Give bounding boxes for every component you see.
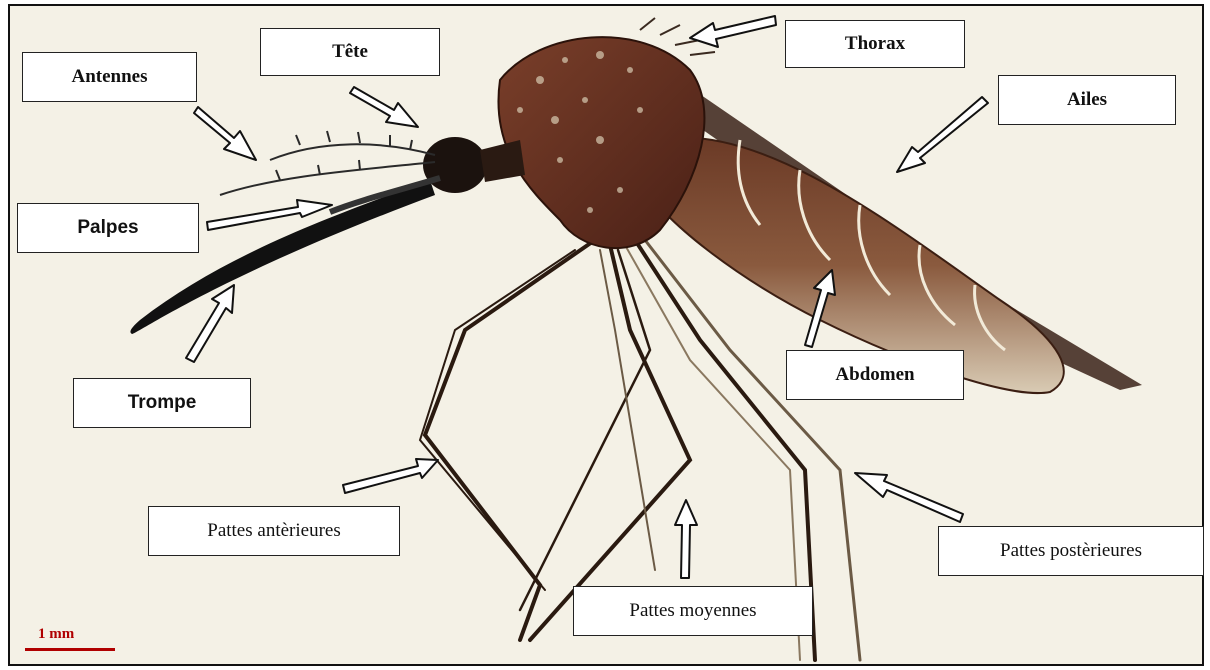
middle-leg-2 [520,250,650,610]
arrow-ailes [897,97,988,172]
front-leg-2 [420,250,575,590]
label-thorax: Thorax [785,20,965,68]
label-pattes-anterieures: Pattes antèrieures [148,506,400,556]
arrow-tete [350,87,418,127]
scale-label: 1 mm [38,626,74,643]
head-shape [423,137,487,193]
label-tete: Tête [260,28,440,76]
antennae-shape [220,131,435,195]
scale-bar [25,648,115,651]
middle-leg-3 [600,250,655,570]
label-pattes-posterieures: Pattes postèrieures [938,526,1204,576]
front-leg-1 [425,240,595,640]
arrow-pattes-anterieures [343,459,438,493]
label-pattes-moyennes: Pattes moyennes [573,586,813,636]
arrow-thorax [690,16,776,47]
label-trompe: Trompe [73,378,251,428]
label-antennes: Antennes [22,52,197,102]
label-abdomen: Abdomen [786,350,964,400]
arrow-antennes [194,107,256,160]
arrow-pattes-moyennes [675,500,697,578]
label-palpes: Palpes [17,203,199,253]
arrow-pattes-posterieures [855,473,963,522]
neck [480,140,525,182]
label-ailes: Ailes [998,75,1176,125]
